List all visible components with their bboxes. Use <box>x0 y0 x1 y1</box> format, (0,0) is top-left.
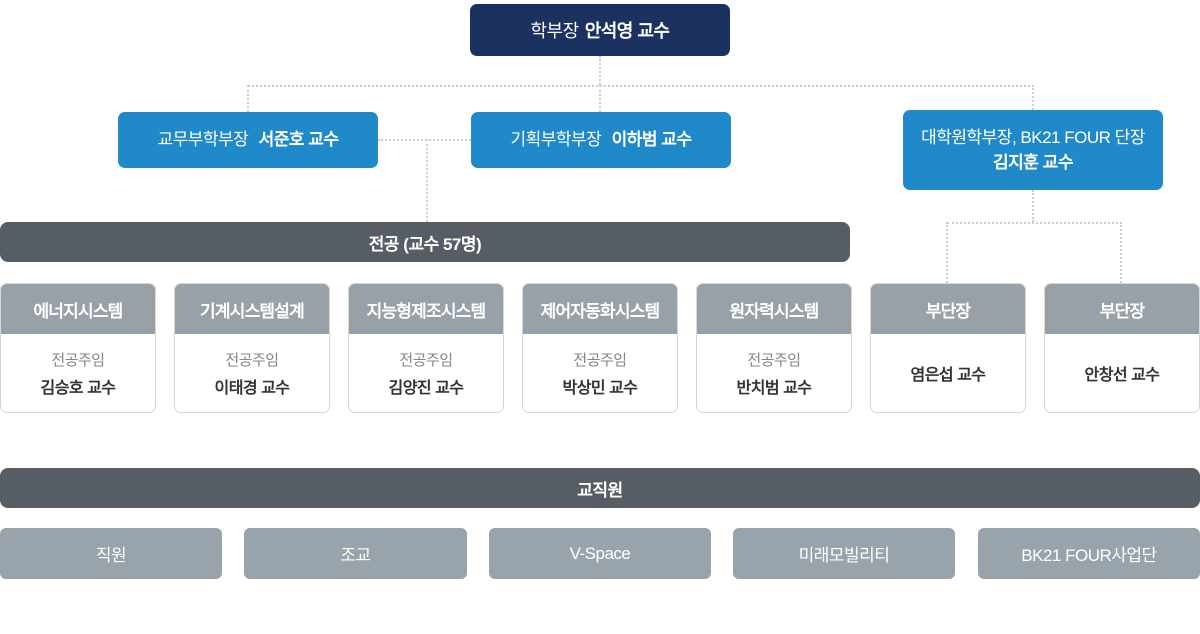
dept-title: 지능형제조시스템 <box>349 284 503 334</box>
vice-dean-box-graduate: 대학원학부장, BK21 FOUR 단장 김지훈 교수 <box>903 110 1163 190</box>
vice-dean-role: 대학원학부장, BK21 FOUR 단장 <box>921 127 1145 147</box>
vice-dean-role: 교무부학부장 <box>157 130 249 150</box>
dept-card-intelligent-manufacturing: 지능형제조시스템 전공주임 김양진 교수 <box>348 283 504 413</box>
connector-vicedirectors-horizontal <box>947 222 1122 224</box>
staff-unit-bk21-four: BK21 FOUR사업단 <box>978 528 1200 579</box>
staff-unit-assistants: 조교 <box>244 528 467 579</box>
dept-card-nuclear: 원자력시스템 전공주임 반치범 교수 <box>696 283 852 413</box>
dept-role: 전공주임 <box>225 351 279 369</box>
dept-title: 부단장 <box>871 284 1025 334</box>
majors-bar: 전공 (교수 57명) <box>0 222 850 262</box>
dept-title: 원자력시스템 <box>697 284 851 334</box>
connector-vice3-down <box>1032 190 1034 222</box>
dept-title: 기계시스템설계 <box>175 284 329 334</box>
dept-title: 에너지시스템 <box>1 284 155 334</box>
dept-body: 전공주임 김양진 교수 <box>349 334 503 412</box>
connector-stub-vice2 <box>599 85 601 112</box>
connector-stub-vice1 <box>247 85 249 112</box>
staff-unit-label: BK21 FOUR사업단 <box>1021 546 1157 565</box>
staff-unit-employees: 직원 <box>0 528 222 579</box>
staff-unit-future-mobility: 미래모빌리티 <box>733 528 955 579</box>
dean-role: 학부장 <box>530 21 580 41</box>
dept-role: 전공주임 <box>51 351 105 369</box>
dept-chief-name: 반치범 교수 <box>736 379 812 397</box>
dept-role: 전공주임 <box>399 351 453 369</box>
dept-chief-name: 안창선 교수 <box>1084 367 1160 384</box>
dept-chief-name: 박상민 교수 <box>562 379 638 397</box>
dept-body: 전공주임 김승호 교수 <box>1 334 155 412</box>
vice-dean-name: 김지훈 교수 <box>993 153 1073 172</box>
dept-card-energy: 에너지시스템 전공주임 김승호 교수 <box>0 283 156 413</box>
connector-vicedirector1-down <box>946 222 948 283</box>
dept-body: 전공주임 이태경 교수 <box>175 334 329 412</box>
majors-bar-label: 전공 (교수 57명) <box>368 234 482 254</box>
dept-role: 전공주임 <box>573 351 627 369</box>
dept-body: 전공주임 반치범 교수 <box>697 334 851 412</box>
dept-chief-name: 이태경 교수 <box>214 379 290 397</box>
dept-role: 전공주임 <box>747 351 801 369</box>
dept-chief-name: 김양진 교수 <box>388 379 464 397</box>
staff-unit-label: 직원 <box>95 546 127 565</box>
staff-unit-label: 미래모빌리티 <box>798 546 890 565</box>
vice-dean-box-planning: 기획부학부장 이하범 교수 <box>471 112 731 168</box>
vice-dean-name: 서준호 교수 <box>258 130 339 150</box>
dean-box: 학부장 안석영 교수 <box>470 4 730 56</box>
connector-to-majors-bar <box>426 139 428 222</box>
dept-card-mechanical-design: 기계시스템설계 전공주임 이태경 교수 <box>174 283 330 413</box>
staff-unit-label: 조교 <box>340 546 371 565</box>
connector-dean-down <box>599 56 601 85</box>
staff-bar-label: 교직원 <box>577 480 623 500</box>
connector-between-vice1-vice2 <box>378 139 471 141</box>
vice-dean-name: 이하범 교수 <box>611 130 692 150</box>
dept-body: 염은섭 교수 <box>871 334 1025 412</box>
dept-card-control-automation: 제어자동화시스템 전공주임 박상민 교수 <box>522 283 678 413</box>
dept-title: 부단장 <box>1045 284 1199 334</box>
dept-title: 제어자동화시스템 <box>523 284 677 334</box>
vice-dean-box-academic: 교무부학부장 서준호 교수 <box>118 112 378 168</box>
dean-name: 안석영 교수 <box>584 21 670 41</box>
connector-level2-horizontal <box>248 85 1034 87</box>
dept-body: 안창선 교수 <box>1045 334 1199 412</box>
vice-director-card-2: 부단장 안창선 교수 <box>1044 283 1200 413</box>
vice-dean-line: 교무부학부장 서준호 교수 <box>157 127 339 153</box>
staff-unit-vspace: V-Space <box>489 528 711 579</box>
dept-body: 전공주임 박상민 교수 <box>523 334 677 412</box>
staff-bar: 교직원 <box>0 468 1200 508</box>
vice-director-card-1: 부단장 염은섭 교수 <box>870 283 1026 413</box>
vice-dean-role: 기획부학부장 <box>510 130 602 150</box>
dept-chief-name: 염은섭 교수 <box>910 367 986 384</box>
staff-unit-label: V-Space <box>569 543 631 563</box>
connector-vicedirector2-down <box>1120 222 1122 283</box>
vice-dean-line: 기획부학부장 이하범 교수 <box>510 127 692 153</box>
dept-chief-name: 김승호 교수 <box>40 379 116 397</box>
connector-stub-vice3 <box>1032 85 1034 110</box>
